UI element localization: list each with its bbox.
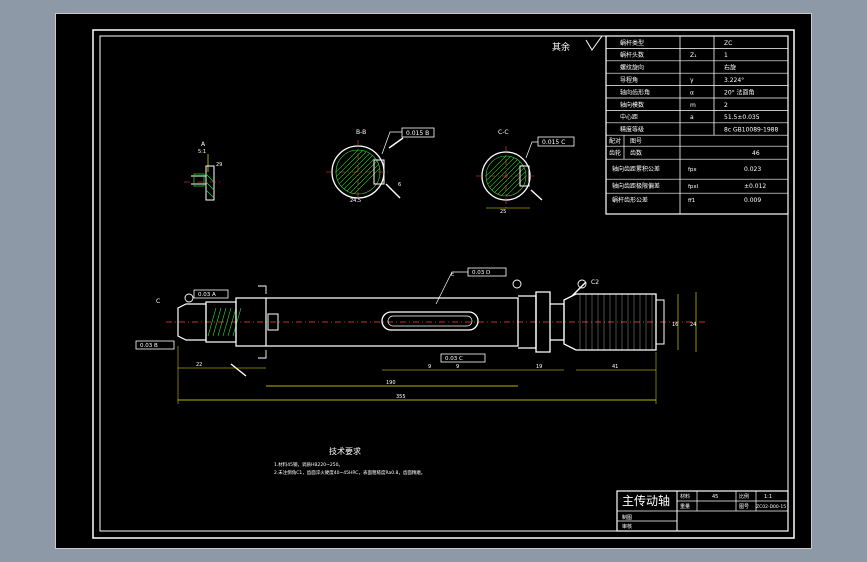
table-row-symbol: m <box>690 102 696 109</box>
tol-frame-left: 0.03 A <box>198 292 216 298</box>
section-bb-label: B-B <box>356 129 366 136</box>
table-tol-value: 0.009 <box>744 197 761 204</box>
section-a-view: A 5:1 29 <box>184 141 222 201</box>
dim-cc-width: 25 <box>500 209 506 215</box>
table-tol-name: 轴向齿距极限偏差 <box>612 182 660 190</box>
table-tol-value: 0.023 <box>744 166 761 173</box>
tech-req-title: 技术要求 <box>329 446 361 456</box>
dim-total-length: 355 <box>396 394 406 400</box>
table-row-name: 轴向模数 <box>620 101 644 109</box>
table-tol-symbol: ff1 <box>688 198 695 204</box>
table-tol-name: 蜗杆齿形公差 <box>612 196 648 204</box>
cut-label-c: C <box>156 298 160 305</box>
table-row-name: 精度等级 <box>620 126 644 134</box>
section-bb-view: B-B 0.015 B 24.5 6 <box>326 127 435 204</box>
title-material-label: 材料 <box>680 493 690 500</box>
dim-d2: 9 <box>428 364 431 370</box>
table-tol-name: 轴向齿距累积公差 <box>612 165 660 173</box>
tol-frame-cc: 0.015 C <box>542 139 565 146</box>
table-row-value: ZC <box>724 40 732 47</box>
table-sub-teeth-value: 46 <box>752 150 760 157</box>
table-sub-teeth: 齿数 <box>630 149 642 157</box>
table-row-name: 蜗杆类型 <box>620 39 644 47</box>
table-tol-value: ±0.012 <box>744 183 766 190</box>
table-tol-symbol: fpx <box>688 167 697 173</box>
title-drawing-no-label: 图号 <box>739 504 749 510</box>
dim-d5: 16 <box>672 322 678 328</box>
tol-frame-mid-low: 0.03 C <box>445 356 463 362</box>
main-shaft-view: 0.03 D 0.03 A 0.03 B 0.03 C C C2 E 355 1… <box>135 267 706 404</box>
tol-frame-bb: 0.015 B <box>406 130 429 137</box>
table-sub-pair: 配对 <box>609 137 621 145</box>
table-row-symbol: Z₁ <box>690 52 697 59</box>
inner-frame <box>99 35 789 532</box>
table-row-name: 蜗杆头数 <box>620 51 644 59</box>
section-cc-view: C-C 0.015 C 25 <box>476 129 575 215</box>
dim-d4: 19 <box>536 364 542 370</box>
title-scale: 1:1 <box>764 494 772 500</box>
tol-frame-left-low: 0.03 B <box>140 343 158 349</box>
cut-label-c2: C2 <box>591 279 599 286</box>
title-designer-label: 制图 <box>622 514 632 521</box>
table-row-name: 螺纹旋向 <box>620 64 644 72</box>
dim-mid-length: 190 <box>386 380 396 386</box>
table-sub-gear: 齿轮 <box>609 149 621 157</box>
dim-d7: 24 <box>690 322 696 328</box>
table-row-symbol: a <box>690 114 694 121</box>
title-part-name: 主传动轴 <box>622 493 670 508</box>
title-block: 主传动轴 制图 审核 材料 45 比例 1:1 重量 图号 ZC02-D00-1… <box>616 490 789 532</box>
table-row-value: 右旋 <box>724 64 736 72</box>
table-row-name: 中心距 <box>620 113 638 121</box>
outer-frame <box>92 29 795 539</box>
tech-req-line-2: 2.未注倒角C1，齿面淬火硬度40~45HRC，表面粗糙度Ra0.8，齿面精磨。 <box>274 469 425 476</box>
title-weight-label: 重量 <box>680 503 690 510</box>
title-material: 45 <box>712 494 718 500</box>
title-drawing-no: ZC02-D00-15 <box>756 504 786 510</box>
dim-d3: 9 <box>456 364 459 370</box>
roughness-note: 其余 <box>552 35 603 53</box>
table-row-value: 1 <box>724 52 728 59</box>
tech-requirements: 技术要求 1.材料45钢，调质HB220~250。 2.未注倒角C1，齿面淬火硬… <box>274 446 425 476</box>
dim-right-length: 41 <box>612 364 618 370</box>
table-row-name: 导程角 <box>620 76 638 84</box>
tech-req-line-1: 1.材料45钢，调质HB220~250。 <box>274 461 343 468</box>
table-sub-drawing: 图号 <box>630 138 642 145</box>
section-cc-label: C-C <box>498 129 509 136</box>
table-row-value: 20° 法面角 <box>724 88 755 96</box>
table-row-symbol: γ <box>690 77 694 84</box>
title-checker-label: 审核 <box>622 523 632 530</box>
svg-text:6: 6 <box>398 182 401 188</box>
roughness-note-text: 其余 <box>552 41 570 53</box>
table-tol-symbol: fpxl <box>688 184 699 190</box>
table-row-symbol: α <box>690 89 694 96</box>
svg-text:29: 29 <box>216 162 222 168</box>
table-outline <box>605 35 789 215</box>
table-row-value: 51.5±0.035 <box>724 114 760 121</box>
svg-text:24.5: 24.5 <box>350 198 361 204</box>
table-row-value: 2 <box>724 102 728 109</box>
cut-label-e: E <box>451 272 454 278</box>
table-row-value: 8c GB10089-1988 <box>724 127 778 134</box>
tol-frame-main-top: 0.03 D <box>472 270 490 276</box>
section-a-scale: 5:1 <box>198 149 206 155</box>
section-a-label: A <box>201 141 206 148</box>
title-scale-label: 比例 <box>739 493 749 500</box>
table-row-name: 轴向齿形角 <box>620 88 650 96</box>
table-row-value: 3.224° <box>724 77 744 84</box>
dim-d1: 22 <box>196 362 202 368</box>
